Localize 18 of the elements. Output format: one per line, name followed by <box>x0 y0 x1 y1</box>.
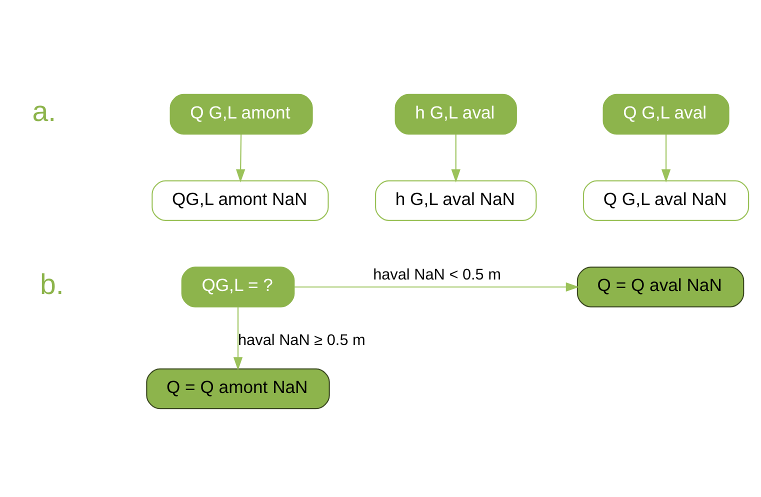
node-box: h G,L aval <box>394 94 517 135</box>
node-box: Q G,L aval <box>602 94 730 135</box>
arrow <box>294 282 580 292</box>
node-box: Q G,L aval NaN <box>582 180 750 221</box>
node-box: h G,L aval NaN <box>375 180 537 221</box>
node-box: Q = Q aval NaN <box>576 266 744 308</box>
label: a. <box>32 96 56 128</box>
arrow <box>451 134 460 182</box>
edge-label: haval NaN ≥ 0.5 m <box>238 332 366 349</box>
node-box: Q G,L amont <box>170 94 313 135</box>
node-box: Q = Q amont NaN <box>146 368 330 410</box>
arrow <box>233 306 243 370</box>
node-box: QG,L amont NaN <box>152 180 329 221</box>
arrow <box>661 134 671 182</box>
arrow <box>236 134 246 182</box>
edge-label: haval NaN < 0.5 m <box>373 266 501 284</box>
node-box: QG,L = ? <box>181 266 295 308</box>
label: b. <box>40 268 64 301</box>
